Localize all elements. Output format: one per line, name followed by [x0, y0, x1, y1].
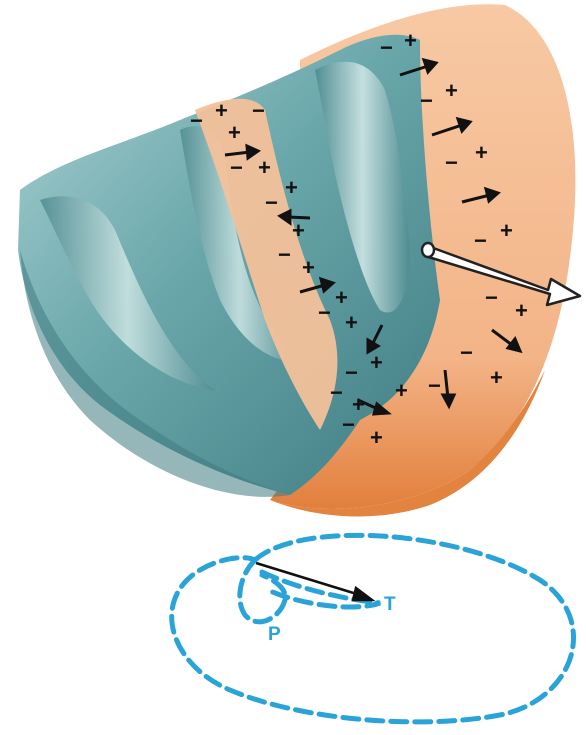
- charge-minus: −: [278, 242, 291, 267]
- charge-minus: −: [445, 150, 458, 175]
- charge-minus: −: [485, 285, 498, 310]
- charge-minus: −: [345, 360, 358, 385]
- p-loop-label: P: [268, 624, 281, 646]
- charge-plus: +: [345, 310, 358, 335]
- qrs-loop: [172, 535, 574, 722]
- charge-plus: +: [490, 365, 503, 390]
- charge-plus: +: [370, 350, 383, 375]
- charge-minus: −: [380, 35, 393, 60]
- charge-plus: +: [302, 255, 315, 280]
- charge-plus: +: [335, 285, 348, 310]
- charge-plus: +: [370, 425, 383, 450]
- charge-minus: −: [265, 190, 278, 215]
- charge-minus: −: [230, 155, 243, 180]
- charge-minus: −: [190, 108, 203, 133]
- t-loop-label: T: [384, 594, 396, 616]
- charge-minus: −: [460, 340, 473, 365]
- charge-plus: +: [352, 392, 365, 417]
- charge-plus: +: [404, 28, 417, 53]
- charge-plus: +: [285, 175, 298, 200]
- charge-plus: +: [515, 298, 528, 323]
- vector-loops: [172, 535, 574, 722]
- charge-plus: +: [215, 98, 228, 123]
- charge-plus: +: [445, 78, 458, 103]
- charge-minus: −: [420, 88, 433, 113]
- charge-minus: −: [474, 228, 487, 253]
- charge-plus: +: [292, 218, 305, 243]
- charge-minus: −: [330, 380, 343, 405]
- charge-plus: +: [475, 140, 488, 165]
- charge-minus: −: [318, 300, 331, 325]
- charge-plus: +: [395, 378, 408, 403]
- charge-minus: −: [252, 98, 265, 123]
- charge-plus: +: [258, 155, 271, 180]
- charge-plus: +: [228, 120, 241, 145]
- t-loop: [262, 572, 380, 607]
- charge-minus: −: [428, 373, 441, 398]
- charge-plus: +: [500, 218, 513, 243]
